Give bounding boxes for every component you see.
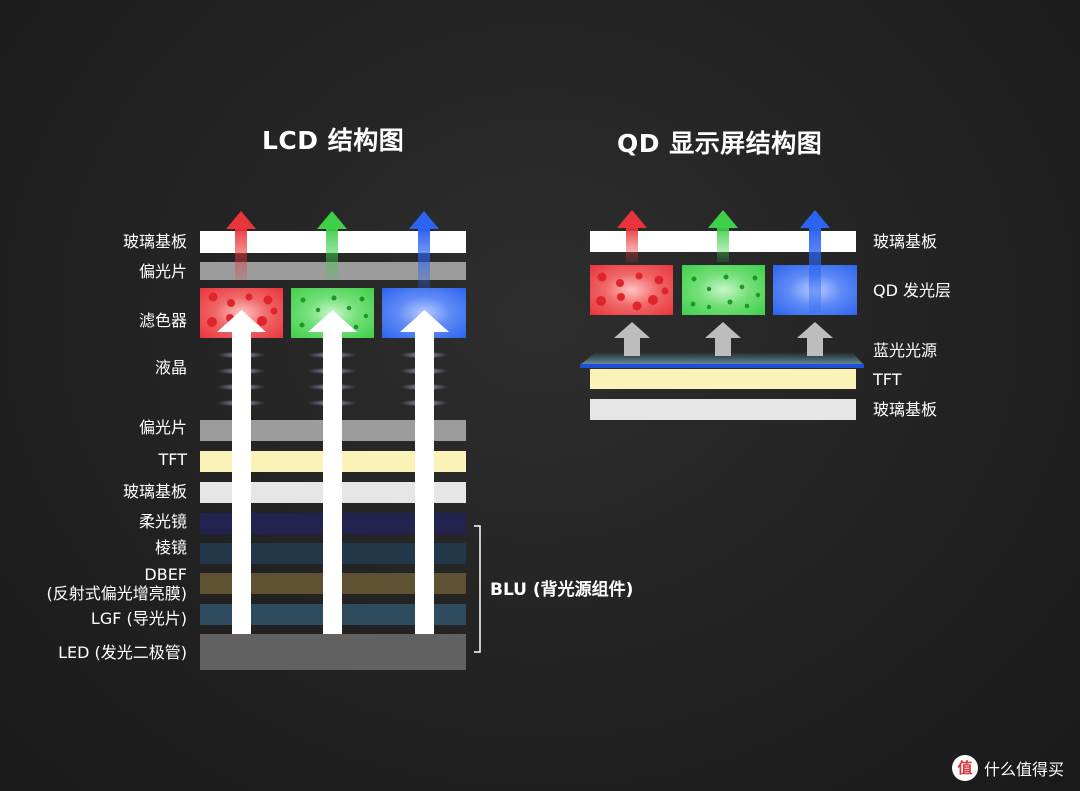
blu-label: BLU (背光源组件) — [490, 580, 634, 600]
qd-gray-arrow-1 — [614, 322, 650, 356]
lcd-label-liquid-crystal: 液晶 — [154, 358, 187, 377]
qd-label-glass-bottom: 玻璃基板 — [873, 400, 938, 419]
watermark: 值 什么值得买 — [951, 755, 1064, 781]
watermark-text: 什么值得买 — [983, 760, 1064, 779]
qd-label-qd-layer: QD 发光层 — [873, 281, 952, 300]
lcd-red-output-arrow — [226, 211, 256, 280]
lcd-label-led: LED (发光二极管) — [58, 643, 187, 662]
lcd-label-lgf: LGF (导光片) — [90, 609, 187, 628]
qd-gray-arrow-3 — [797, 322, 833, 356]
lcd-label-diffuser: 柔光镜 — [138, 512, 187, 531]
lcd-label-dbef: DBEF — [144, 565, 187, 584]
lcd-white-light-arrow-2 — [308, 310, 357, 634]
qd-blue-source-glow — [580, 352, 864, 365]
lcd-led-layer — [200, 634, 466, 670]
qd-title: QD 显示屏结构图 — [617, 129, 823, 158]
qd-green-layer-dots — [690, 274, 761, 310]
lcd-label-tft: TFT — [158, 450, 187, 469]
lcd-title: LCD 结构图 — [262, 126, 405, 155]
qd-blue-output-arrow — [800, 210, 830, 313]
lcd-label-polarizer-bottom: 偏光片 — [138, 418, 187, 437]
lcd-label-glass-top: 玻璃基板 — [122, 232, 187, 251]
qd-label-blue-source: 蓝光光源 — [873, 341, 938, 360]
lcd-label-color-filter: 滤色器 — [138, 311, 187, 330]
lcd-white-light-arrow-3 — [400, 310, 449, 634]
qd-red-output-arrow — [617, 210, 647, 262]
watermark-logo-icon: 值 — [951, 755, 978, 781]
blu-bracket — [474, 525, 481, 653]
qd-red-layer-dots — [596, 272, 669, 311]
lcd-blue-output-arrow — [409, 211, 439, 288]
lcd-label-glass-bottom: 玻璃基板 — [122, 482, 187, 501]
lcd-green-output-arrow — [317, 211, 347, 280]
lcd-label-prism: 棱镜 — [154, 538, 187, 557]
qd-gray-arrow-2 — [705, 322, 741, 356]
lcd-white-light-arrow-1 — [217, 310, 266, 634]
qd-blue-source-line — [580, 364, 864, 368]
lcd-label-polarizer-top: 偏光片 — [138, 262, 187, 281]
qd-green-output-arrow — [708, 210, 738, 262]
qd-label-glass-top: 玻璃基板 — [873, 232, 938, 251]
lcd-label-dbef-desc: (反射式偏光增亮膜) — [46, 584, 188, 603]
qd-glass-bottom-layer — [590, 399, 856, 420]
qd-tft-layer — [590, 369, 856, 389]
qd-label-tft: TFT — [873, 370, 902, 389]
